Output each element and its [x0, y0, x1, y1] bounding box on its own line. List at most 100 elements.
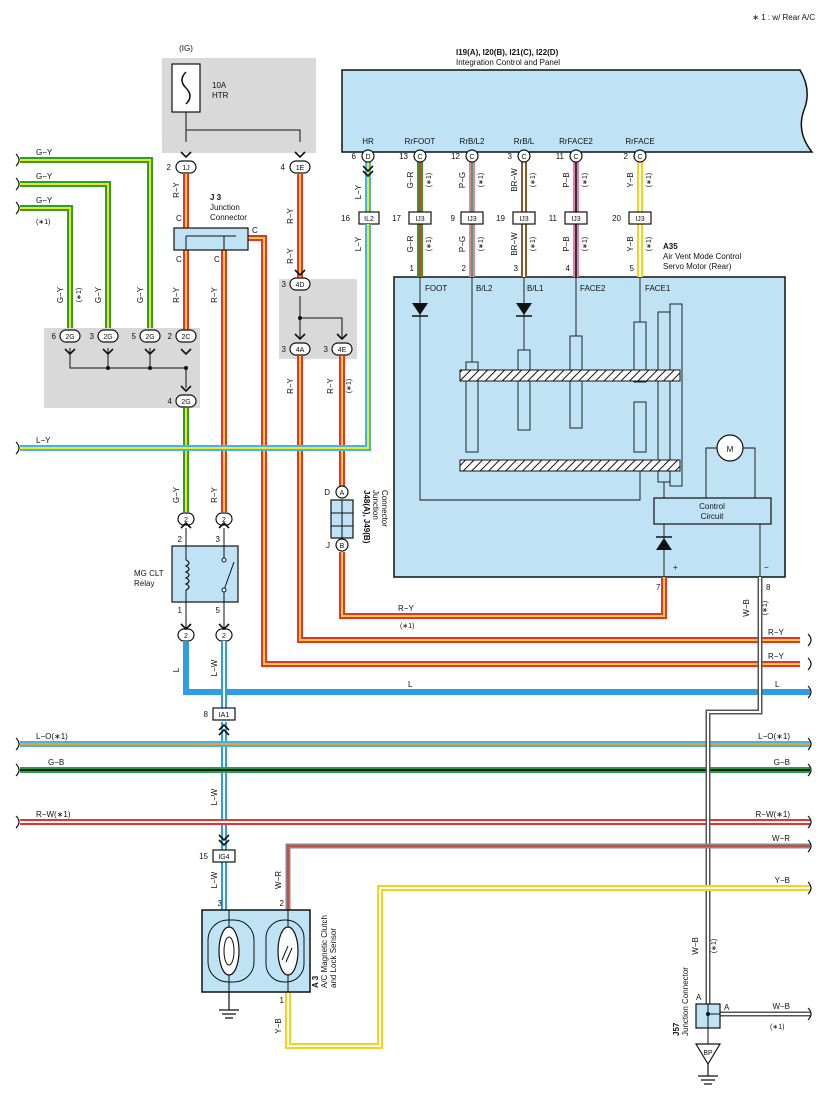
- svg-text:3: 3: [324, 345, 329, 354]
- wire-label-gb-right: G−B: [774, 758, 790, 767]
- svg-text:2G: 2G: [181, 399, 190, 406]
- svg-text:B/L2: B/L2: [476, 284, 493, 293]
- j48-name1: Junction: [371, 490, 380, 520]
- relay-switch-icon: [223, 528, 235, 628]
- svg-text:17: 17: [392, 214, 401, 223]
- fuse-name: HTR: [212, 91, 229, 100]
- svg-text:D: D: [365, 154, 370, 161]
- icp-pin-label-hr: HR: [362, 137, 374, 146]
- svg-text:R−Y: R−Y: [172, 181, 181, 197]
- icp-pin-label-rrface: RrFACE: [625, 137, 654, 146]
- gy-wires: [20, 157, 189, 512]
- svg-text:2: 2: [624, 152, 629, 161]
- lock-sensor-icon: [277, 926, 299, 976]
- bus-4d: [299, 296, 343, 338]
- a35-name2: Servo Motor (Rear): [663, 262, 732, 271]
- ig4-chevron: [218, 834, 230, 847]
- icp-pin-label-rrbl: RrB/L: [514, 137, 535, 146]
- wire-label-wb-star: (∗1): [770, 1024, 784, 1031]
- wire-label-yb-right: Y−B: [775, 876, 790, 885]
- svg-text:2G: 2G: [65, 334, 74, 341]
- svg-text:+: +: [673, 563, 678, 572]
- a3-name2: and Lock Sensor: [329, 928, 338, 988]
- a3-pin-2: 2: [280, 899, 285, 908]
- j48-pin-d-num: D: [324, 488, 330, 497]
- svg-text:(∗1): (∗1): [530, 173, 537, 187]
- j57-pin-a-top: A: [696, 993, 702, 1002]
- svg-text:2: 2: [222, 633, 226, 640]
- wire-label-lo-right: L−O(∗1): [758, 732, 790, 741]
- clutch-coil-icon: [218, 926, 240, 976]
- svg-text:R−Y: R−Y: [210, 286, 219, 302]
- ig4-connector: [212, 849, 236, 863]
- wb-wires: [705, 577, 810, 1017]
- svg-text:R−Y: R−Y: [172, 286, 181, 302]
- svg-text:(∗1): (∗1): [426, 173, 433, 187]
- svg-text:C: C: [521, 154, 526, 161]
- bp-ground-icon: [698, 1064, 718, 1085]
- svg-text:R−Y: R−Y: [210, 486, 219, 502]
- svg-text:11: 11: [556, 152, 565, 161]
- j48-pin-a-label: A: [340, 490, 345, 497]
- svg-text:R−Y: R−Y: [286, 247, 295, 263]
- svg-text:W−B: W−B: [742, 599, 751, 617]
- svg-text:11: 11: [549, 214, 558, 223]
- j3-name2: Connector: [210, 213, 247, 222]
- svg-text:3: 3: [90, 332, 95, 341]
- svg-text:W−R: W−R: [274, 871, 283, 889]
- j48-pin-a: [335, 485, 349, 499]
- icp-pin-label-rrbl2: RrB/L2: [460, 137, 485, 146]
- wire-label-ry-a35: R−Y: [398, 604, 414, 613]
- svg-text:−: −: [764, 563, 769, 572]
- a3-ground-icon: [219, 992, 239, 1019]
- svg-text:(∗1): (∗1): [426, 237, 433, 251]
- svg-text:IJ3: IJ3: [519, 216, 528, 223]
- svg-text:(∗1): (∗1): [646, 237, 653, 251]
- wire-break-marks-bus: [15, 737, 812, 829]
- oval-connectors: 1J 2 1E 4 2G 6 2G 3 2G 5 2C 2 2G 4 4D 3 …: [52, 160, 353, 642]
- ly-wire: [20, 224, 371, 451]
- wire-label-rw-left: R−W(∗1): [36, 810, 71, 819]
- relay-pin-5: 5: [216, 606, 221, 615]
- svg-text:16: 16: [341, 214, 350, 223]
- svg-text:(∗1): (∗1): [478, 173, 485, 187]
- icp-wire-labels: L−Y G−R (∗1) P−G (∗1) BR−W (∗1) P−B (∗1)…: [354, 168, 653, 256]
- bus-node-3: [184, 366, 188, 370]
- svg-text:(∗1): (∗1): [582, 173, 589, 187]
- j3-code: J 3: [210, 193, 222, 202]
- svg-text:(∗1): (∗1): [478, 237, 485, 251]
- icp-chevrons: [362, 165, 374, 178]
- wire-label-ly: L−Y: [36, 436, 51, 445]
- a35-pin-7: 7: [656, 583, 661, 592]
- svg-text:P−B: P−B: [562, 236, 571, 251]
- relay-name1: MG CLT: [134, 569, 164, 578]
- svg-text:L−W: L−W: [210, 871, 219, 888]
- svg-text:19: 19: [496, 214, 505, 223]
- ia1-label: IA1: [219, 712, 230, 719]
- svg-text:G−Y: G−Y: [56, 286, 65, 303]
- a3-internal-wires: [228, 910, 289, 992]
- wire-label-gy-3: G−Y: [36, 196, 53, 205]
- svg-text:5: 5: [630, 264, 635, 273]
- wire-label-l-right: L: [775, 680, 780, 689]
- wire-break-marks-left: [15, 153, 20, 215]
- svg-text:4: 4: [566, 264, 571, 273]
- bp-ground-triangle: [694, 1043, 722, 1066]
- ij3-connectors: IL2 16 IJ3 17 IJ3 9 IJ3 19 IJ3 11 IJ3 20: [341, 211, 652, 225]
- bus-node-1: [106, 366, 110, 370]
- svg-text:P−G: P−G: [458, 236, 467, 252]
- svg-text:M: M: [727, 445, 734, 454]
- a3-name1: A/C Magnetic Clutch: [320, 915, 329, 988]
- a35-name1: Air Vent Mode Control: [663, 252, 741, 261]
- wire-break-marks-right: [807, 633, 812, 699]
- j3-internal: [185, 235, 236, 250]
- svg-text:G−R: G−R: [406, 235, 415, 252]
- svg-text:1J: 1J: [182, 165, 189, 172]
- j3-c-bottom-1: C: [176, 255, 182, 264]
- svg-text:C: C: [417, 154, 422, 161]
- bus-node-4: [298, 316, 302, 320]
- svg-text:9: 9: [451, 214, 456, 223]
- svg-text:L: L: [172, 667, 181, 672]
- svg-text:4: 4: [168, 397, 173, 406]
- j3-name1: Junction: [210, 203, 240, 212]
